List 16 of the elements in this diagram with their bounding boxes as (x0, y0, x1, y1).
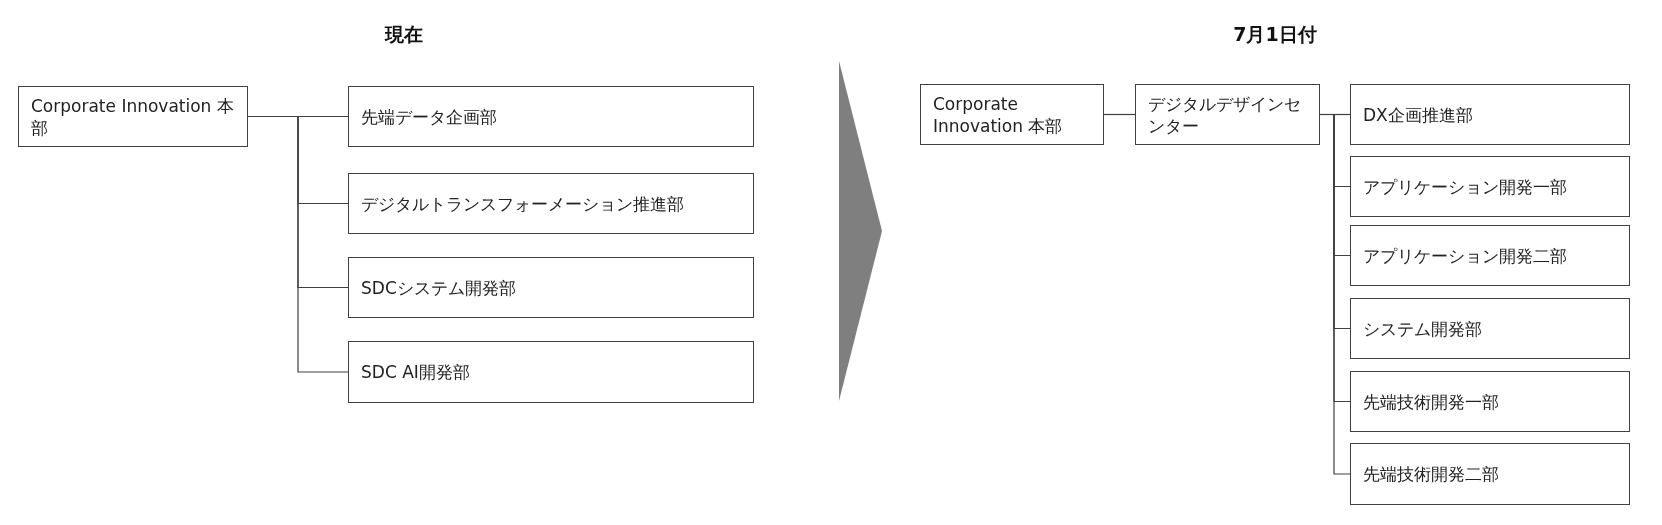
department-box: 先端技術開発二部 (1350, 443, 1630, 505)
department-box: アプリケーション開発一部 (1350, 156, 1630, 217)
department-box: SDCシステム開発部 (348, 257, 754, 318)
department-box: アプリケーション開発二部 (1350, 225, 1630, 286)
department-box: DX企画推進部 (1350, 84, 1630, 145)
department-box: デジタルデザインセンター (1135, 84, 1320, 145)
department-box: デジタルトランスフォーメーション推進部 (348, 173, 754, 234)
department-box: Corporate Innovation 本部 (920, 84, 1104, 145)
department-box: SDC AI開発部 (348, 341, 754, 403)
connector-line (1103, 113, 1136, 116)
department-box: 先端データ企画部 (348, 86, 754, 147)
department-box: システム開発部 (1350, 298, 1630, 359)
section-heading: 7月1日付 (1233, 22, 1317, 47)
department-box: 先端技術開発一部 (1350, 371, 1630, 432)
section-heading: 現在 (385, 22, 423, 47)
department-box: Corporate Innovation 本部 (18, 86, 248, 147)
